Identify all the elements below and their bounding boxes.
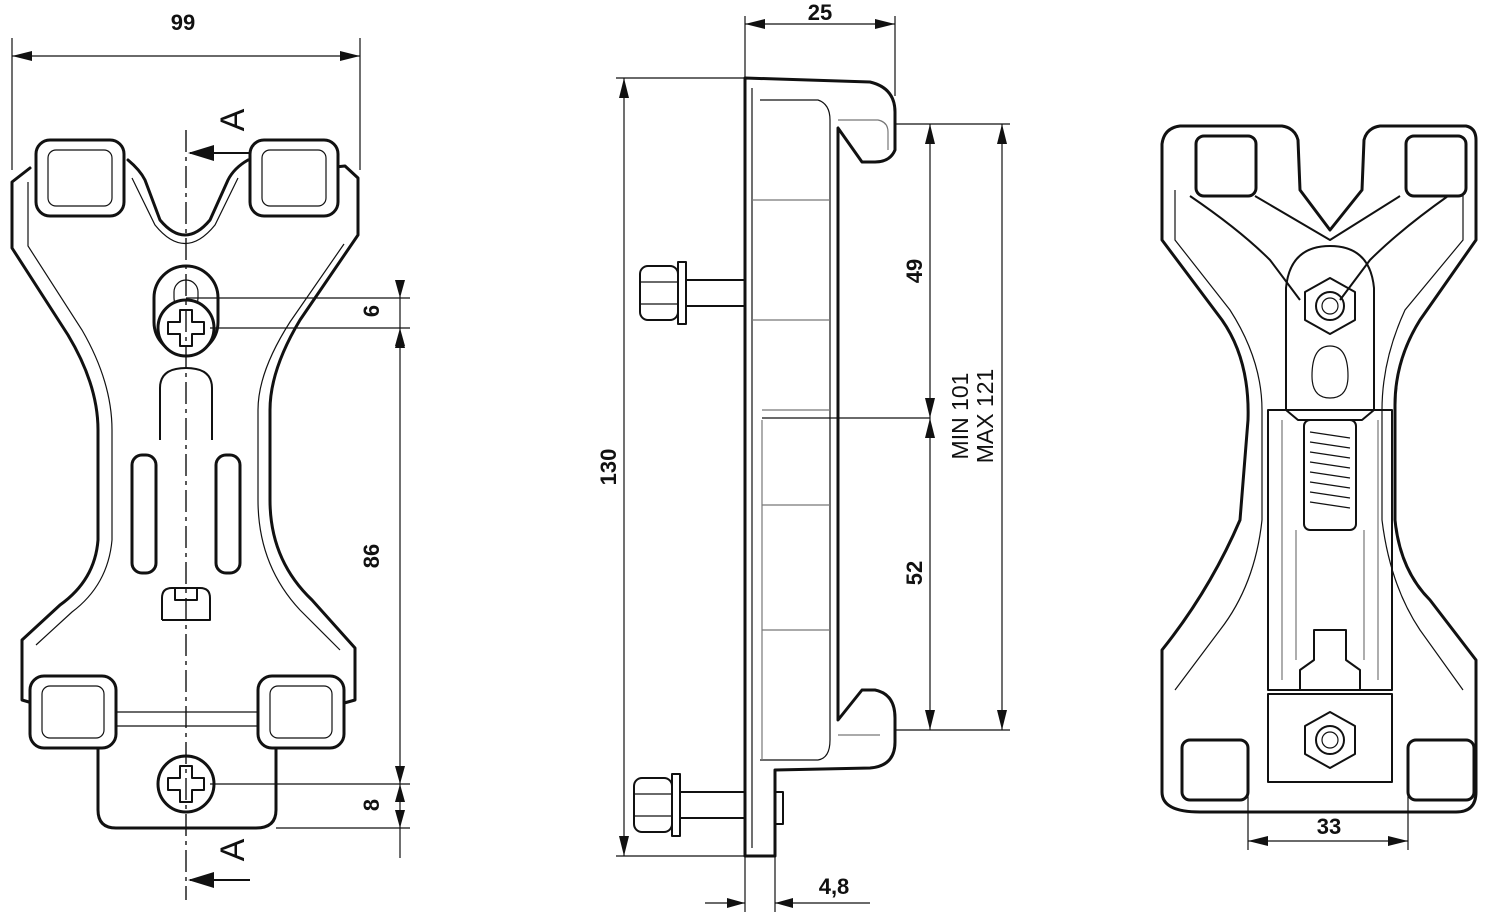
side-view: 25 130 49 52 MIN 101 MAX 121	[596, 0, 1010, 912]
right-slot	[214, 453, 242, 575]
front-outline	[10, 164, 360, 830]
top-right-roller-inner	[261, 149, 327, 207]
rear-bottom-right-roller	[1406, 738, 1476, 802]
dim-height-label: 130	[596, 449, 621, 486]
upper-bolt-icon	[639, 261, 745, 325]
dim-bottom-offset-label: 8	[359, 799, 384, 811]
front-v-notch-inner	[131, 177, 239, 245]
side-body-outline	[743, 76, 897, 858]
bottom-right-roller-inner	[269, 685, 333, 739]
bottom-left-roller	[28, 674, 118, 750]
top-right-roller	[248, 138, 340, 218]
section-label-top: A	[214, 108, 252, 131]
section-arrow-bottom: A	[188, 838, 252, 888]
dim-depth-label: 25	[808, 0, 832, 25]
rear-bottom-left-roller	[1180, 738, 1250, 802]
lower-bolt-icon	[633, 773, 784, 837]
dim-width: 99	[11, 10, 361, 170]
dim-hole-distance-label: 86	[359, 544, 384, 568]
dim-hole-offset-label: 6	[359, 305, 384, 317]
bottom-left-roller-inner	[41, 685, 105, 739]
side-inner-line	[751, 88, 831, 848]
dim-rear-bottom-width-label: 33	[1317, 814, 1341, 839]
rear-bottom-bracket	[1267, 693, 1393, 783]
dim-rear-bottom-width: 33	[1247, 770, 1409, 850]
bottom-bracket	[116, 711, 258, 727]
rear-top-right-roller	[1404, 134, 1468, 198]
rear-upper-nut-icon	[1304, 277, 1356, 335]
section-label-bottom: A	[214, 838, 252, 861]
dim-plate-label: 4,8	[819, 874, 850, 899]
rear-channel-lines	[1281, 420, 1379, 680]
bottom-right-roller	[256, 674, 346, 750]
dim-range: 49 52 MIN 101 MAX 121	[895, 123, 1010, 731]
rear-lower-nut-icon	[1304, 711, 1356, 769]
dim-depth: 25	[744, 0, 896, 96]
rear-top-left-roller	[1194, 134, 1258, 198]
top-left-roller	[34, 138, 126, 218]
rear-inner-outline	[1174, 190, 1464, 691]
rear-outline	[1160, 124, 1478, 814]
front-inner-outline	[27, 182, 345, 651]
front-view: A A 99 6 86	[10, 10, 410, 900]
front-v-notch	[126, 158, 250, 237]
rear-channel	[1267, 409, 1393, 691]
dim-lower-label: 52	[902, 561, 927, 585]
rear-latch-slot	[1311, 345, 1349, 399]
rear-y-arms	[1189, 195, 1449, 301]
rear-view: 33	[1160, 124, 1478, 850]
section-arrow-top: A	[188, 108, 252, 161]
left-slot	[130, 453, 158, 575]
rear-latch	[1285, 245, 1375, 421]
side-step-lines	[752, 119, 889, 760]
dim-plate: 4,8	[705, 856, 870, 912]
dim-vertical-chain: 6 86 8	[186, 280, 410, 858]
rear-slider	[1299, 629, 1361, 691]
dim-height: 130	[596, 77, 745, 857]
rear-spring-icon	[1303, 419, 1357, 531]
top-left-roller-inner	[47, 149, 113, 207]
dim-width-label: 99	[171, 10, 195, 35]
dim-upper-label: 49	[902, 259, 927, 283]
dim-min-label: MIN 101	[947, 373, 973, 460]
dim-max-label: MAX 121	[972, 369, 998, 464]
